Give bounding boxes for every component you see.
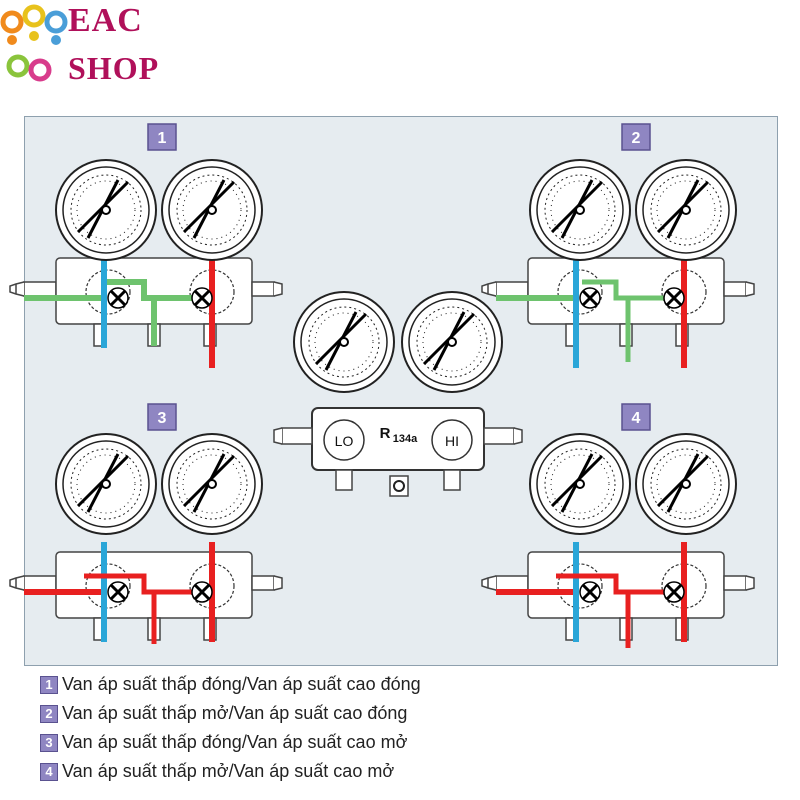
refrigerant-label: R (380, 425, 391, 442)
low-pressure-gauge-1-icon (54, 158, 158, 262)
legend-badge: 2 (40, 704, 58, 723)
legend-item: 2 Van áp suất thấp mở/Van áp suất cao đó… (40, 699, 780, 728)
high-pressure-gauge-2-icon (634, 158, 738, 262)
logo-eac: EAC (68, 2, 143, 39)
configuration-2 (481, 248, 755, 368)
center-high-gauge-icon (400, 290, 504, 394)
logo-shop: SHOP (68, 50, 160, 86)
legend-badge: 3 (40, 733, 58, 752)
center-low-gauge-icon (292, 290, 396, 394)
configuration-4 (481, 542, 755, 648)
low-pressure-gauge-2-icon (528, 158, 632, 262)
step-badge-2 (621, 123, 651, 151)
legend-item: 1 Van áp suất thấp đóng/Van áp suất cao … (40, 670, 780, 699)
configuration-3 (9, 542, 283, 644)
legend-badge: 4 (40, 762, 58, 781)
legend-text: Van áp suất thấp mở/Van áp suất cao mở (62, 761, 395, 781)
legend: 1 Van áp suất thấp đóng/Van áp suất cao … (40, 670, 780, 786)
low-pressure-gauge-3-icon (54, 432, 158, 536)
legend-badge: 1 (40, 675, 58, 694)
high-pressure-gauge-4-icon (634, 432, 738, 536)
legend-item: 4 Van áp suất thấp mở/Van áp suất cao mở (40, 757, 780, 786)
center-high-label: HI (445, 433, 459, 449)
center-manifold: LO HI R 134a (273, 290, 523, 497)
high-pressure-gauge-1-icon (160, 158, 264, 262)
step-badge-4-label: 4 (632, 410, 641, 427)
configuration-1 (9, 248, 283, 368)
refrigerant-subscript: 134a (393, 433, 418, 445)
brand-logo: EAC SHOP (0, 0, 170, 95)
step-badge-1-label: 1 (158, 130, 167, 147)
step-badge-2-label: 2 (632, 130, 641, 147)
step-badge-3 (147, 403, 177, 431)
legend-item: 3 Van áp suất thấp đóng/Van áp suất cao … (40, 728, 780, 757)
center-low-label: LO (335, 433, 354, 449)
logo-figures-icon (0, 4, 68, 82)
legend-text: Van áp suất thấp đóng/Van áp suất cao mở (62, 732, 408, 752)
step-badge-3-label: 3 (158, 410, 167, 427)
step-badge-4 (621, 403, 651, 431)
legend-text: Van áp suất thấp mở/Van áp suất cao đóng (62, 703, 408, 723)
low-pressure-gauge-4-icon (528, 432, 632, 536)
step-badge-1 (147, 123, 177, 151)
legend-text: Van áp suất thấp đóng/Van áp suất cao đó… (62, 674, 421, 694)
high-pressure-gauge-3-icon (160, 432, 264, 536)
